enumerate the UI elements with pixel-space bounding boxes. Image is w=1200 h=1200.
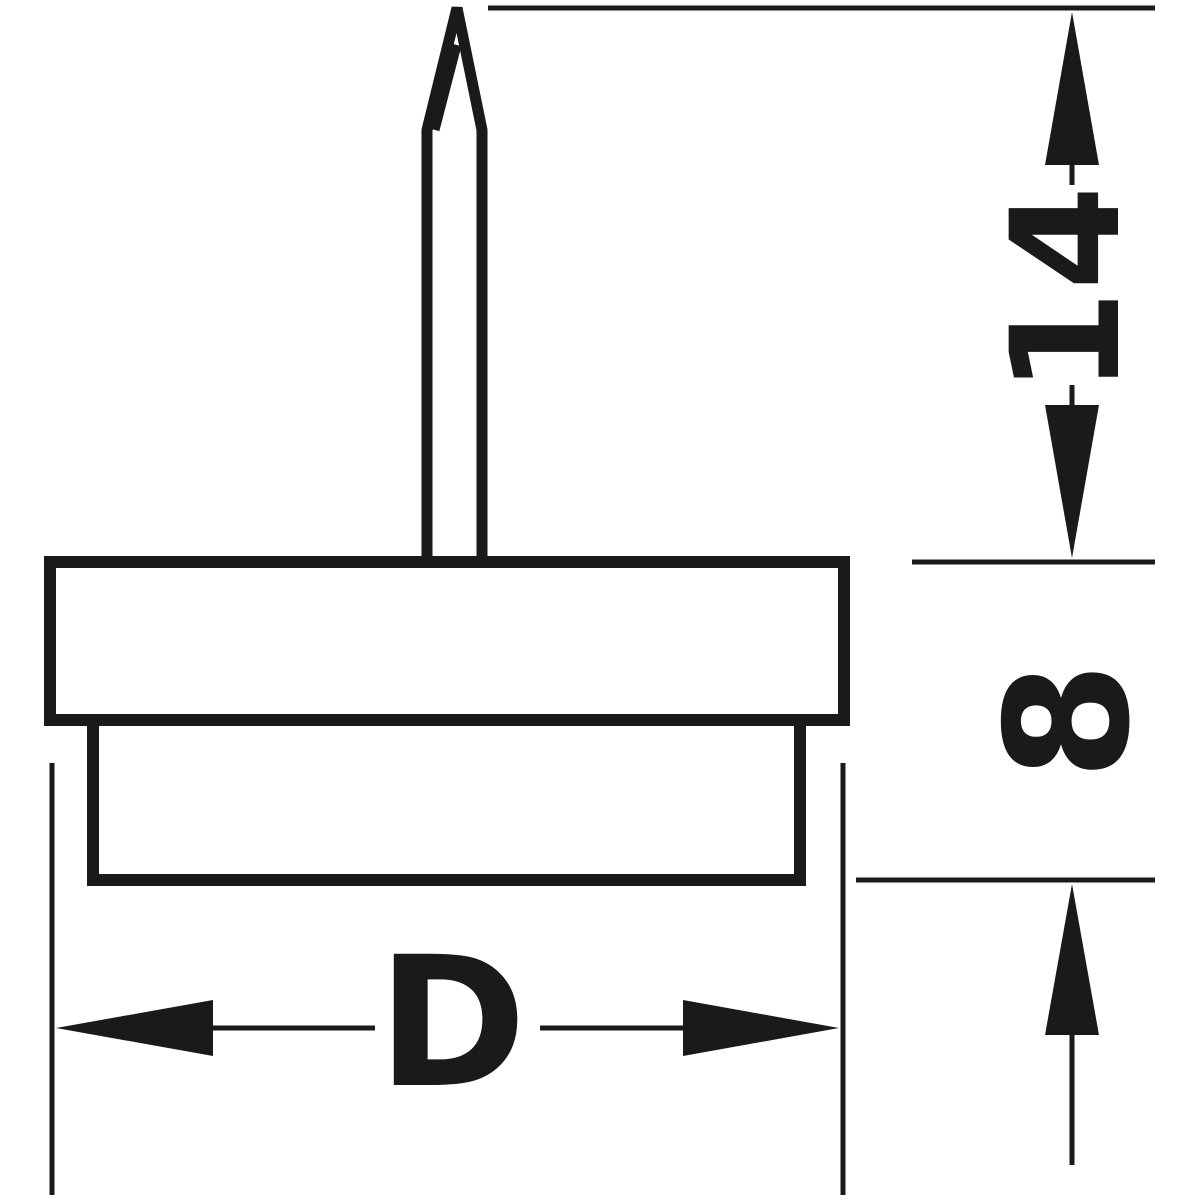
base-height-label: 8 — [970, 662, 1168, 780]
arrow-up-icon — [1045, 12, 1099, 165]
base-body — [87, 722, 806, 886]
arrow-down-icon — [1045, 405, 1099, 558]
pin-height-label: 14 — [980, 186, 1154, 395]
base-cap — [44, 556, 850, 726]
glide-base — [44, 556, 850, 886]
dimension-base-height — [856, 877, 1155, 1165]
arrow-up-icon — [1045, 884, 1099, 1035]
pin — [421, 6, 488, 557]
pin-center-line — [430, 43, 462, 132]
dimension-diameter — [49, 763, 846, 1195]
arrow-right-icon — [683, 1000, 839, 1056]
arrow-left-icon — [56, 1000, 213, 1056]
dimension-pin-height — [488, 5, 1155, 565]
diameter-label: D — [377, 919, 526, 1128]
pin-outline — [421, 6, 488, 557]
